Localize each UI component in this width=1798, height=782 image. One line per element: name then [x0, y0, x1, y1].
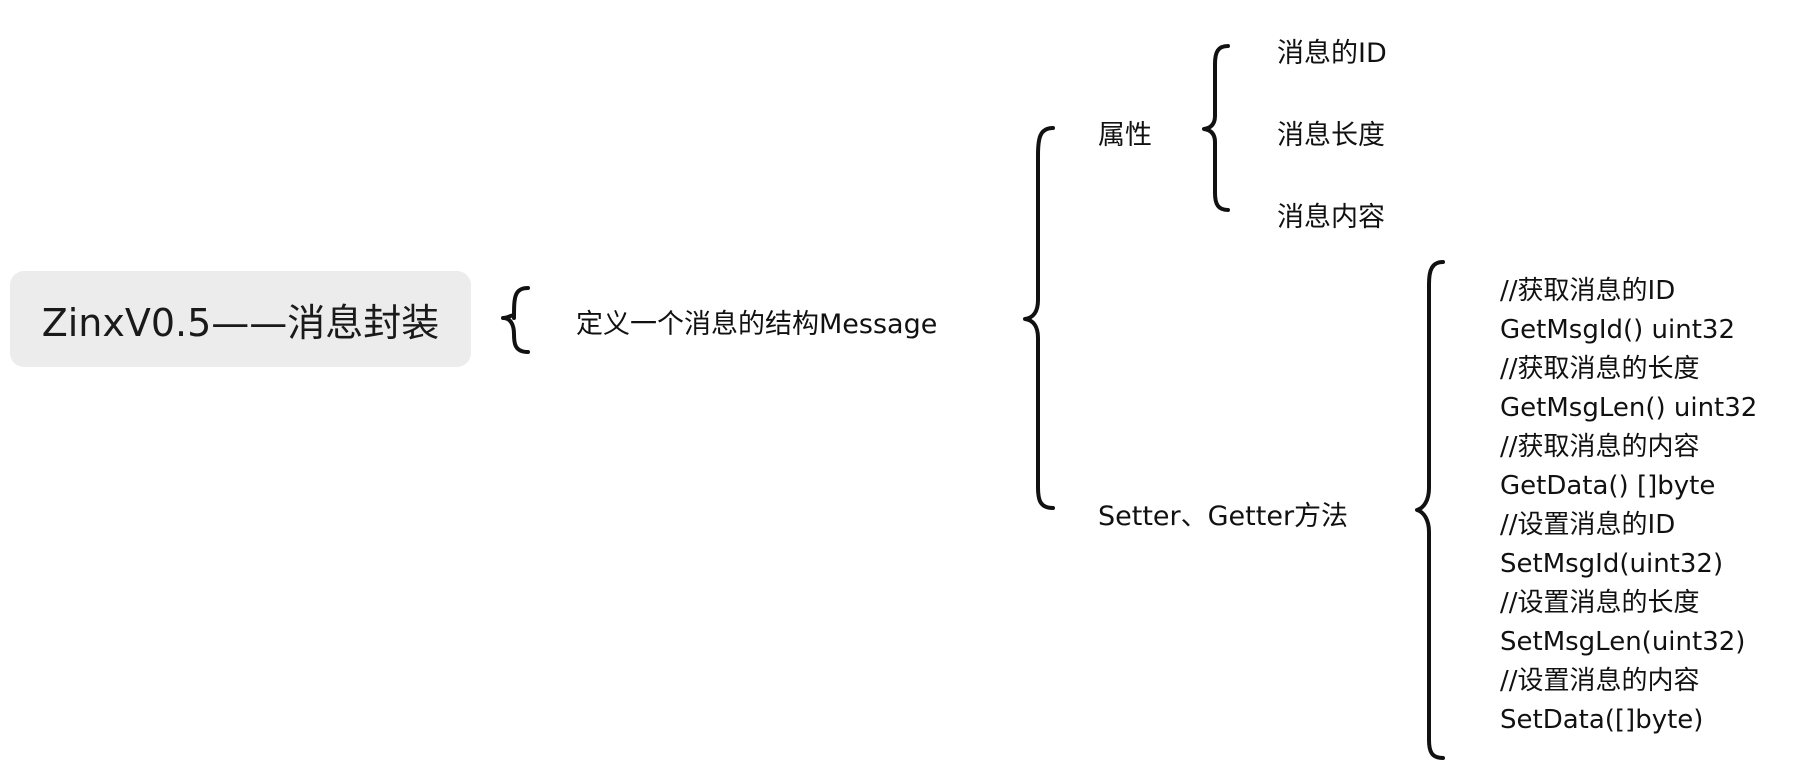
property-item[interactable]: 消息内容: [1277, 202, 1385, 233]
brace-level1: [1023, 126, 1055, 510]
method-line: //获取消息的内容: [1500, 432, 1700, 462]
method-line: GetData() []byte: [1500, 471, 1716, 501]
method-line: GetMsgId() uint32: [1500, 315, 1736, 345]
methods-topic[interactable]: Setter、Getter方法: [1098, 501, 1349, 532]
method-line: //设置消息的ID: [1500, 510, 1676, 540]
method-line: GetMsgLen() uint32: [1500, 393, 1758, 423]
method-line: //获取消息的长度: [1500, 354, 1700, 384]
root-topic-node[interactable]: ZinxV0.5——消息封装: [10, 271, 471, 367]
method-line: //设置消息的内容: [1500, 666, 1700, 696]
method-line: SetMsgId(uint32): [1500, 549, 1724, 579]
root-topic-label: ZinxV0.5——消息封装: [41, 300, 440, 345]
methods-list[interactable]: //获取消息的ID GetMsgId() uint32 //获取消息的长度 Ge…: [1500, 272, 1757, 740]
method-line: //设置消息的长度: [1500, 588, 1700, 618]
properties-topic[interactable]: 属性: [1098, 120, 1152, 151]
method-line: //获取消息的ID: [1500, 276, 1676, 306]
property-item[interactable]: 消息长度: [1277, 120, 1385, 151]
message-struct-topic[interactable]: 定义一个消息的结构Message: [576, 309, 938, 340]
property-item[interactable]: 消息的ID: [1277, 38, 1387, 69]
brace-root: [501, 286, 530, 354]
brace-properties: [1202, 44, 1230, 212]
brace-methods: [1415, 260, 1445, 760]
method-line: SetData([]byte): [1500, 705, 1704, 735]
method-line: SetMsgLen(uint32): [1500, 627, 1746, 657]
